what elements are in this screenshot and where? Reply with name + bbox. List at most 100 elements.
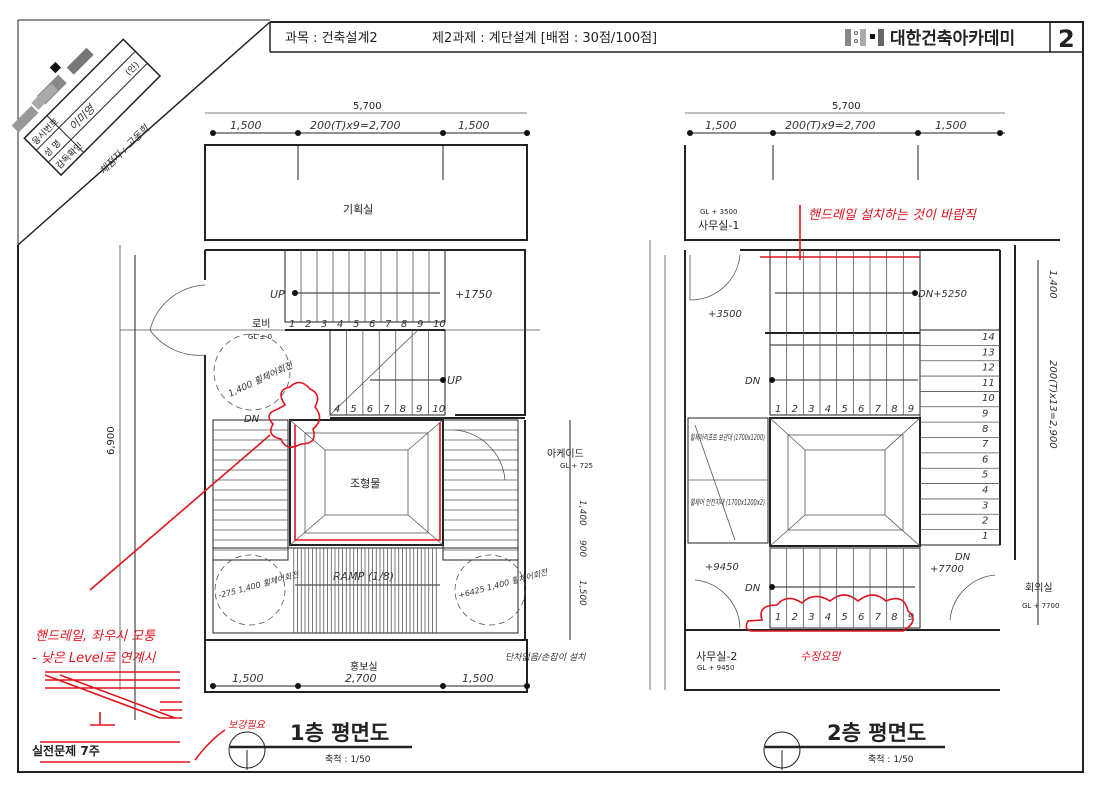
tread-number: 7 — [875, 404, 882, 415]
floor-plan-1: 5,700 1,500 200(T)x9=2,700 1,500 기획실 UP … — [89, 101, 593, 770]
landing-left-note: 1,400 휠체어회전 — [227, 360, 296, 400]
tread-number: 4 — [825, 404, 831, 415]
top-dim-left: 1,500 — [230, 119, 262, 132]
tread-number: 3 — [982, 500, 988, 511]
tread-number: 12 — [982, 363, 995, 374]
floor-plan-2: 5,700 1,500 200(T)x9=2,700 1,500 GL + 35… — [649, 101, 1060, 770]
top-dim-right-2: 1,500 — [935, 119, 967, 132]
up-label-2: UP — [447, 374, 462, 387]
storage-note-1: 휠체어리프트 보관대 (1700x1200) — [690, 433, 765, 442]
academy-logo-icon — [845, 29, 884, 46]
handrail-left-note-1: 핸드레일, 좌우시 모퉁 — [35, 629, 156, 644]
tread-number: 3 — [808, 612, 814, 623]
dn-right-label: DN — [955, 552, 971, 563]
tread-number: 2 — [792, 612, 798, 623]
side-dim-2: 900 — [577, 540, 587, 557]
tread-number: 1 — [289, 319, 295, 330]
landing-bottom-left-note: -275 1,400 휠체어회전 — [217, 570, 301, 601]
ramp-label: RAMP (1/8) — [333, 570, 394, 583]
top-dim-middle-2: 200(T)x9=2,700 — [785, 119, 876, 132]
tread-number: 7 — [875, 612, 882, 623]
room-planning: 기획실 — [343, 203, 373, 216]
tread-number: 4 — [982, 485, 988, 496]
tread-number: 10 — [432, 404, 445, 415]
tread-number: 1 — [775, 612, 781, 623]
seal-label: (인) — [123, 60, 142, 79]
tread-number: 8 — [401, 319, 407, 330]
ramp-note: 단차없음/손잡이 설치 — [505, 652, 586, 663]
tread-number: 10 — [433, 319, 446, 330]
academy-name: 대한건축아카데미 — [890, 29, 1015, 49]
landing-bottom-right-note: +6425 1,400 휠체어회전 — [457, 567, 550, 600]
handrail-left-note-2: - 낮은 Level로 연계시 — [32, 651, 156, 666]
break-line-note: 보강필요 — [228, 719, 266, 731]
red-annotations: 핸드레일, 좌우시 모퉁 - 낮은 Level로 연계시 보강필요 실전문제 7… — [32, 629, 266, 763]
tread-number: 8 — [982, 424, 988, 435]
top-dim-right: 1,500 — [458, 119, 490, 132]
subject-label: 과목 : 건축설계2 — [285, 31, 378, 46]
tread-number: 5 — [350, 404, 356, 415]
revise-note: 수정요망 — [800, 650, 842, 663]
tread-number: 4 — [337, 319, 343, 330]
side-dim-1: 1,400 — [577, 500, 587, 526]
tread-number: 8 — [400, 404, 406, 415]
tread-number: 9 — [416, 404, 422, 415]
tread-number: 7 — [383, 404, 390, 415]
room-arcade: 아케이드 — [547, 448, 584, 460]
course-label: 실전문제 7주 — [32, 743, 100, 758]
tread-number: 7 — [982, 439, 989, 450]
side-dim-3: 1,500 — [577, 580, 587, 606]
office2-level: GL + 9450 — [697, 664, 734, 672]
tread-number: 10 — [982, 393, 995, 404]
meeting-level: GL + 7700 — [1022, 602, 1059, 610]
dn-bottom-label: DN — [745, 583, 761, 594]
tread-number: 2 — [792, 404, 798, 415]
overall-width-label-2: 5,700 — [832, 101, 861, 112]
plan1-scale: 축척 : 1/50 — [325, 754, 371, 765]
up-label-1: UP — [270, 288, 285, 301]
tread-number: 2 — [305, 319, 311, 330]
room-meeting: 회의실 — [1025, 582, 1053, 594]
tread-number: 14 — [982, 332, 995, 343]
tread-number: 9 — [982, 409, 988, 420]
tread-number: 6 — [858, 404, 864, 415]
tread-number: 4 — [334, 404, 340, 415]
room-office1: 사무실-1 — [698, 219, 739, 232]
bottom-dim-middle: 2,700 — [345, 672, 377, 685]
tread-number: 1 — [775, 404, 781, 415]
plan1-title: 1층 평면도 — [290, 721, 389, 745]
room-lobby: 로비 — [252, 318, 270, 330]
tread-number: 6 — [369, 319, 375, 330]
tread-number: 3 — [321, 319, 327, 330]
handrail-top-note: 핸드레일 설치하는 것이 바람직 — [808, 208, 977, 223]
tread-number: 5 — [982, 470, 988, 481]
room-office2: 사무실-2 — [696, 650, 737, 663]
tread-number: 8 — [891, 404, 897, 415]
header: 과목 : 건축설계2 제2과제 : 계단설계 [배점 : 30점/100점] 대… — [285, 25, 1075, 53]
plan2-scale: 축척 : 1/50 — [868, 754, 914, 765]
tread-number: 6 — [982, 454, 988, 465]
tread-number: 9 — [908, 612, 914, 623]
bottom-dim-left: 1,500 — [232, 672, 264, 685]
plan2-title: 2층 평면도 — [827, 721, 926, 745]
dn-top-label: DN+5250 — [918, 289, 967, 300]
title-block: 응시번호 성 명 이미영 (인) 감독확인 채점자 : 고동희 — [11, 38, 162, 177]
page-number: 2 — [1058, 25, 1075, 53]
bottom-dim-right: 1,500 — [462, 672, 494, 685]
overall-width-label: 5,700 — [353, 101, 382, 112]
level-7700: +7700 — [930, 564, 964, 575]
room-sculpture: 조형물 — [350, 477, 380, 490]
assignment-label: 제2과제 : 계단설계 [배점 : 30점/100점] — [432, 31, 657, 46]
tread-number: 5 — [841, 612, 847, 623]
level-9450: +9450 — [705, 562, 739, 573]
side-dim-2-2: 200(T)x13=2,900 — [1047, 360, 1058, 449]
sheet-frame — [17, 19, 1084, 773]
tread-number: 9 — [908, 404, 914, 415]
top-dim-middle: 200(T)x9=2,700 — [310, 119, 401, 132]
overall-depth-label: 6,900 — [106, 426, 117, 455]
tread-number: 13 — [982, 347, 995, 358]
storage-note-2: 휠체어 안전지대 (1700x1200x2) — [690, 498, 765, 507]
